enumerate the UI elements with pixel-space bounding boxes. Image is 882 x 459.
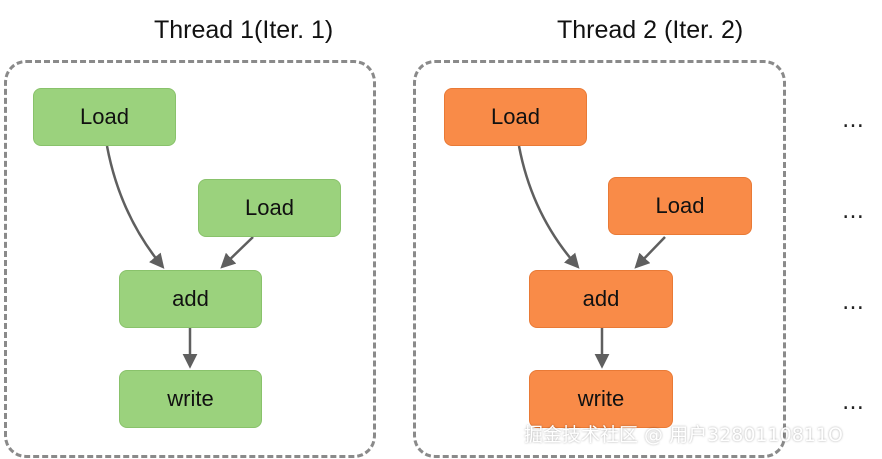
edge-t2-load2-to-add bbox=[634, 236, 666, 269]
thread-2-panel bbox=[413, 60, 786, 458]
t2-load-node-2: Load bbox=[608, 177, 752, 235]
t1-add-node: add bbox=[119, 270, 262, 328]
thread-1-title: Thread 1(Iter. 1) bbox=[154, 16, 334, 44]
thread-2-title: Thread 2 (Iter. 2) bbox=[557, 16, 744, 44]
continuation-ellipsis-2: … bbox=[842, 199, 865, 224]
edge-t1-load-to-add bbox=[105, 145, 165, 269]
watermark-text: 掘金技术社区 @ 用户3280110811O bbox=[524, 424, 843, 446]
continuation-ellipsis-1: … bbox=[842, 108, 865, 133]
edge-t2-load-to-add bbox=[517, 145, 580, 269]
t1-load-node-1: Load bbox=[33, 88, 176, 146]
t2-load-node-1: Load bbox=[444, 88, 587, 146]
continuation-ellipsis-3: … bbox=[842, 290, 865, 315]
continuation-ellipsis-4: … bbox=[842, 390, 865, 415]
t2-add-node: add bbox=[529, 270, 673, 328]
thread-1-panel bbox=[4, 60, 376, 458]
t1-write-node: write bbox=[119, 370, 262, 428]
t1-load-node-2: Load bbox=[198, 179, 341, 237]
edge-t1-load2-to-add bbox=[220, 236, 254, 269]
t2-write-node: write bbox=[529, 370, 673, 428]
